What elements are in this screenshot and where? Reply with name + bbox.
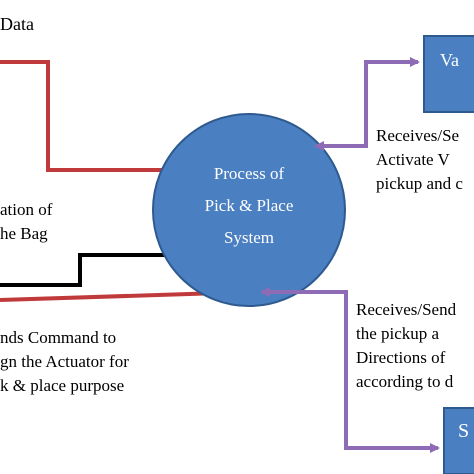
red-data-arrow bbox=[0, 60, 174, 175]
process-circle[interactable] bbox=[152, 113, 346, 307]
purple-arrow-top bbox=[314, 57, 420, 151]
top-right-box-label: Va bbox=[440, 50, 459, 70]
right-top-text: Receives/Se Activate V pickup and c bbox=[376, 124, 463, 196]
right-bottom-line1: Receives/Send bbox=[356, 300, 457, 319]
right-top-line1: Receives/Se bbox=[376, 126, 460, 145]
right-bottom-line4: according to d bbox=[356, 372, 454, 391]
process-label: Process of Pick & Place System bbox=[181, 158, 317, 254]
process-label-line2: Pick & Place bbox=[204, 196, 294, 215]
black-signal-line bbox=[0, 253, 208, 287]
left-bottom-line3: k & place purpose bbox=[0, 376, 125, 395]
right-top-line2: Activate V bbox=[376, 150, 450, 169]
top-right-box[interactable] bbox=[423, 35, 474, 113]
right-bottom-line2: the pickup a bbox=[356, 324, 440, 343]
right-top-line3: pickup and c bbox=[376, 174, 463, 193]
bottom-right-box[interactable] bbox=[443, 407, 474, 474]
left-bottom-text: nds Command to gn the Actuator for k & p… bbox=[0, 326, 129, 398]
process-label-line1: Process of bbox=[213, 164, 285, 183]
process-label-line3: System bbox=[223, 228, 275, 247]
left-bottom-line1: nds Command to bbox=[0, 328, 117, 347]
right-bottom-text: Receives/Send the pickup a Directions of… bbox=[356, 298, 456, 394]
purple-arrow-bottom bbox=[260, 287, 440, 453]
left-mid-text: ation of he Bag bbox=[0, 198, 52, 246]
data-label: Data bbox=[0, 14, 34, 34]
right-bottom-line3: Directions of bbox=[356, 348, 446, 367]
left-mid-line1: ation of bbox=[0, 200, 53, 219]
left-mid-line2: he Bag bbox=[0, 224, 48, 243]
left-bottom-line2: gn the Actuator for bbox=[0, 352, 129, 371]
bottom-right-box-label: S bbox=[458, 420, 470, 442]
